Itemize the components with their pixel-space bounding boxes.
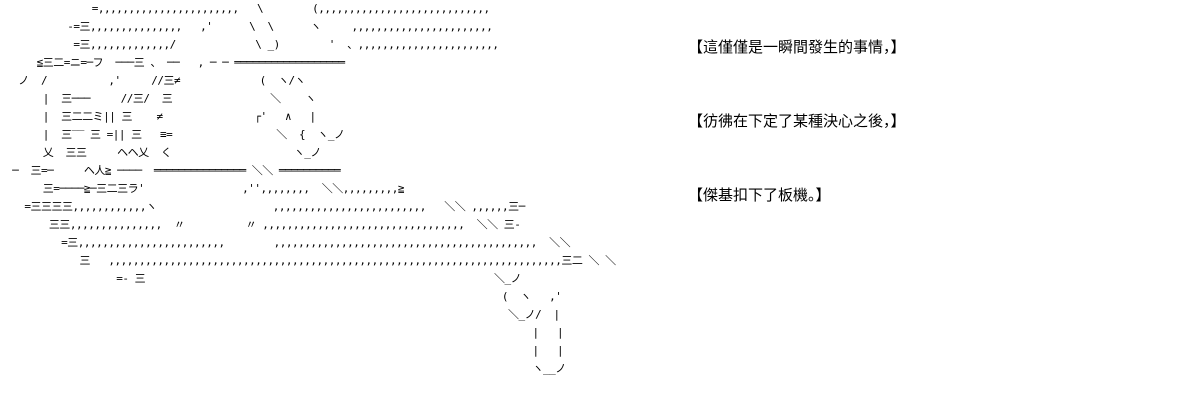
ascii-art-line: =三,,,,,,,,,,,,,/ \ _) ' 、,,,,,,,,,,,,,,,… <box>6 38 499 51</box>
ascii-art-line: =三,,,,,,,,,,,,,,,,,,,,,,,, ,,,,,,,,,,,,,… <box>6 236 571 249</box>
caption-line-2: 【彷彿在下定了某種決心之後，】 <box>688 112 906 130</box>
ascii-art-line: ≦三二=ニ=─フ ───三 、 ── , ─ ─ ═══════════════… <box>6 56 345 69</box>
ascii-art-line: ─ 三=─ ヘ人≧ ──── ═══════════════ ＼＼ ══════… <box>6 164 341 177</box>
ascii-art-line: =- 三 ＼_ノ <box>6 272 522 285</box>
ascii-art: =,,,,,,,,,,,,,,,,,,,,,,, \ (,,,,,,,,,,,,… <box>6 0 616 378</box>
ascii-art-line: 三 ,,,,,,,,,,,,,,,,,,,,,,,,,,,,,,,,,,,,,,… <box>6 254 616 267</box>
ascii-art-line: 乂 三三 ヘヘ乂 く ヽ_ノ <box>6 146 322 159</box>
ascii-art-line: 三三,,,,,,,,,,,,,,, 〃 〃 ,,,,,,,,,,,,,,,,,,… <box>6 218 521 231</box>
ascii-art-line: 三=────≧─三二三ラ' ,'',,,,,,,, ＼＼,,,,,,,,,≧ <box>6 182 405 195</box>
ascii-art-line: ( ヽ ,' <box>6 290 562 303</box>
ascii-art-line: | 三─── //三/ 三 ＼ ヽ <box>6 92 316 105</box>
ascii-art-line: ノ / ,' //三≠ ( ヽ/ヽ <box>6 74 306 87</box>
caption-line-3: 【傑基扣下了板機。】 <box>688 186 831 204</box>
ascii-art-line: | 三‾‾ 三 =|| 三 ≡= ＼ { ヽ_ノ <box>6 128 345 141</box>
ascii-art-line: =,,,,,,,,,,,,,,,,,,,,,,, \ (,,,,,,,,,,,,… <box>6 2 490 15</box>
ascii-art-line: | 三二二ミ|| 三 ≠ ┌' ∧ | <box>6 110 316 123</box>
ascii-art-line: | | <box>6 326 564 339</box>
ascii-art-line: ヽ__ノ <box>6 362 567 375</box>
ascii-art-line: =三三三三,,,,,,,,,,,,ヽ ,,,,,,,,,,,,,,,,,,,,,… <box>6 200 525 213</box>
ascii-art-line: ＼_ノ/ | <box>6 308 560 321</box>
ascii-art-line: | | <box>6 344 564 357</box>
caption-line-1: 【這僅僅是一瞬間發生的事情，】 <box>688 38 906 56</box>
ascii-art-line: -=三,,,,,,,,,,,,,,, ,' \ \ ヽ ,,,,,,,,,,,,… <box>6 20 493 33</box>
